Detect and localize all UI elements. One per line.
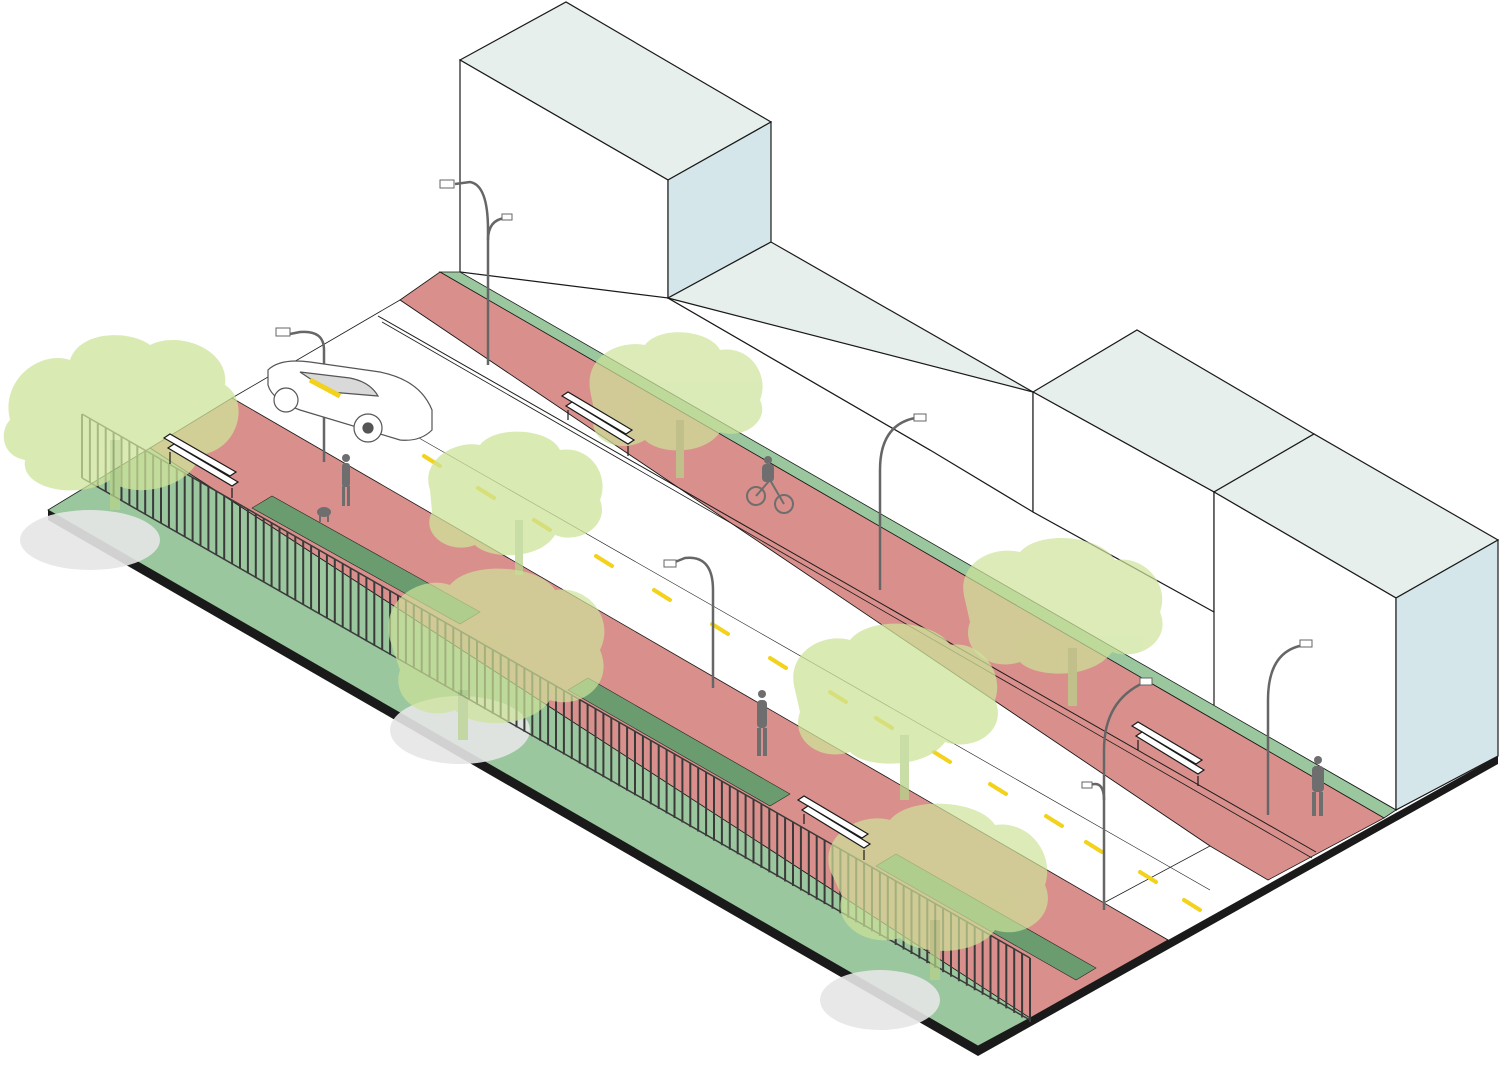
bench-4 [1130,721,1206,786]
benches [162,391,1206,860]
tree-6 [963,538,1163,706]
street-lamp-5 [1081,677,1153,910]
kerb-line-back-2 [381,321,1313,859]
ground-edge-right [978,756,1498,1056]
people [317,454,1324,816]
street-lamp-6 [1266,639,1313,815]
street-lamp-4 [663,556,715,688]
ground-edge [48,510,978,1056]
street-lamp-3 [878,413,927,590]
pedestrian-3-icon [1312,756,1324,816]
kerb-line-back [377,315,1317,853]
bench-3 [796,795,872,860]
bench-2 [560,391,636,456]
tree-4 [388,568,605,740]
tree-3 [428,431,603,575]
tree-5 [793,623,998,800]
buildings [458,1,1500,812]
pedestrian-2-icon [757,690,767,756]
street-lamp-1 [439,179,513,365]
dog-icon [317,507,331,522]
tree-7 [828,803,1048,980]
street-lamp-2 [275,327,326,462]
pedestrian-icon [342,454,350,506]
trees [3,332,1163,980]
street-lamps [275,179,1313,910]
car-icon [267,360,433,443]
cyclist-icon [746,456,794,514]
bench-1 [162,433,240,498]
tree-2 [589,332,763,478]
